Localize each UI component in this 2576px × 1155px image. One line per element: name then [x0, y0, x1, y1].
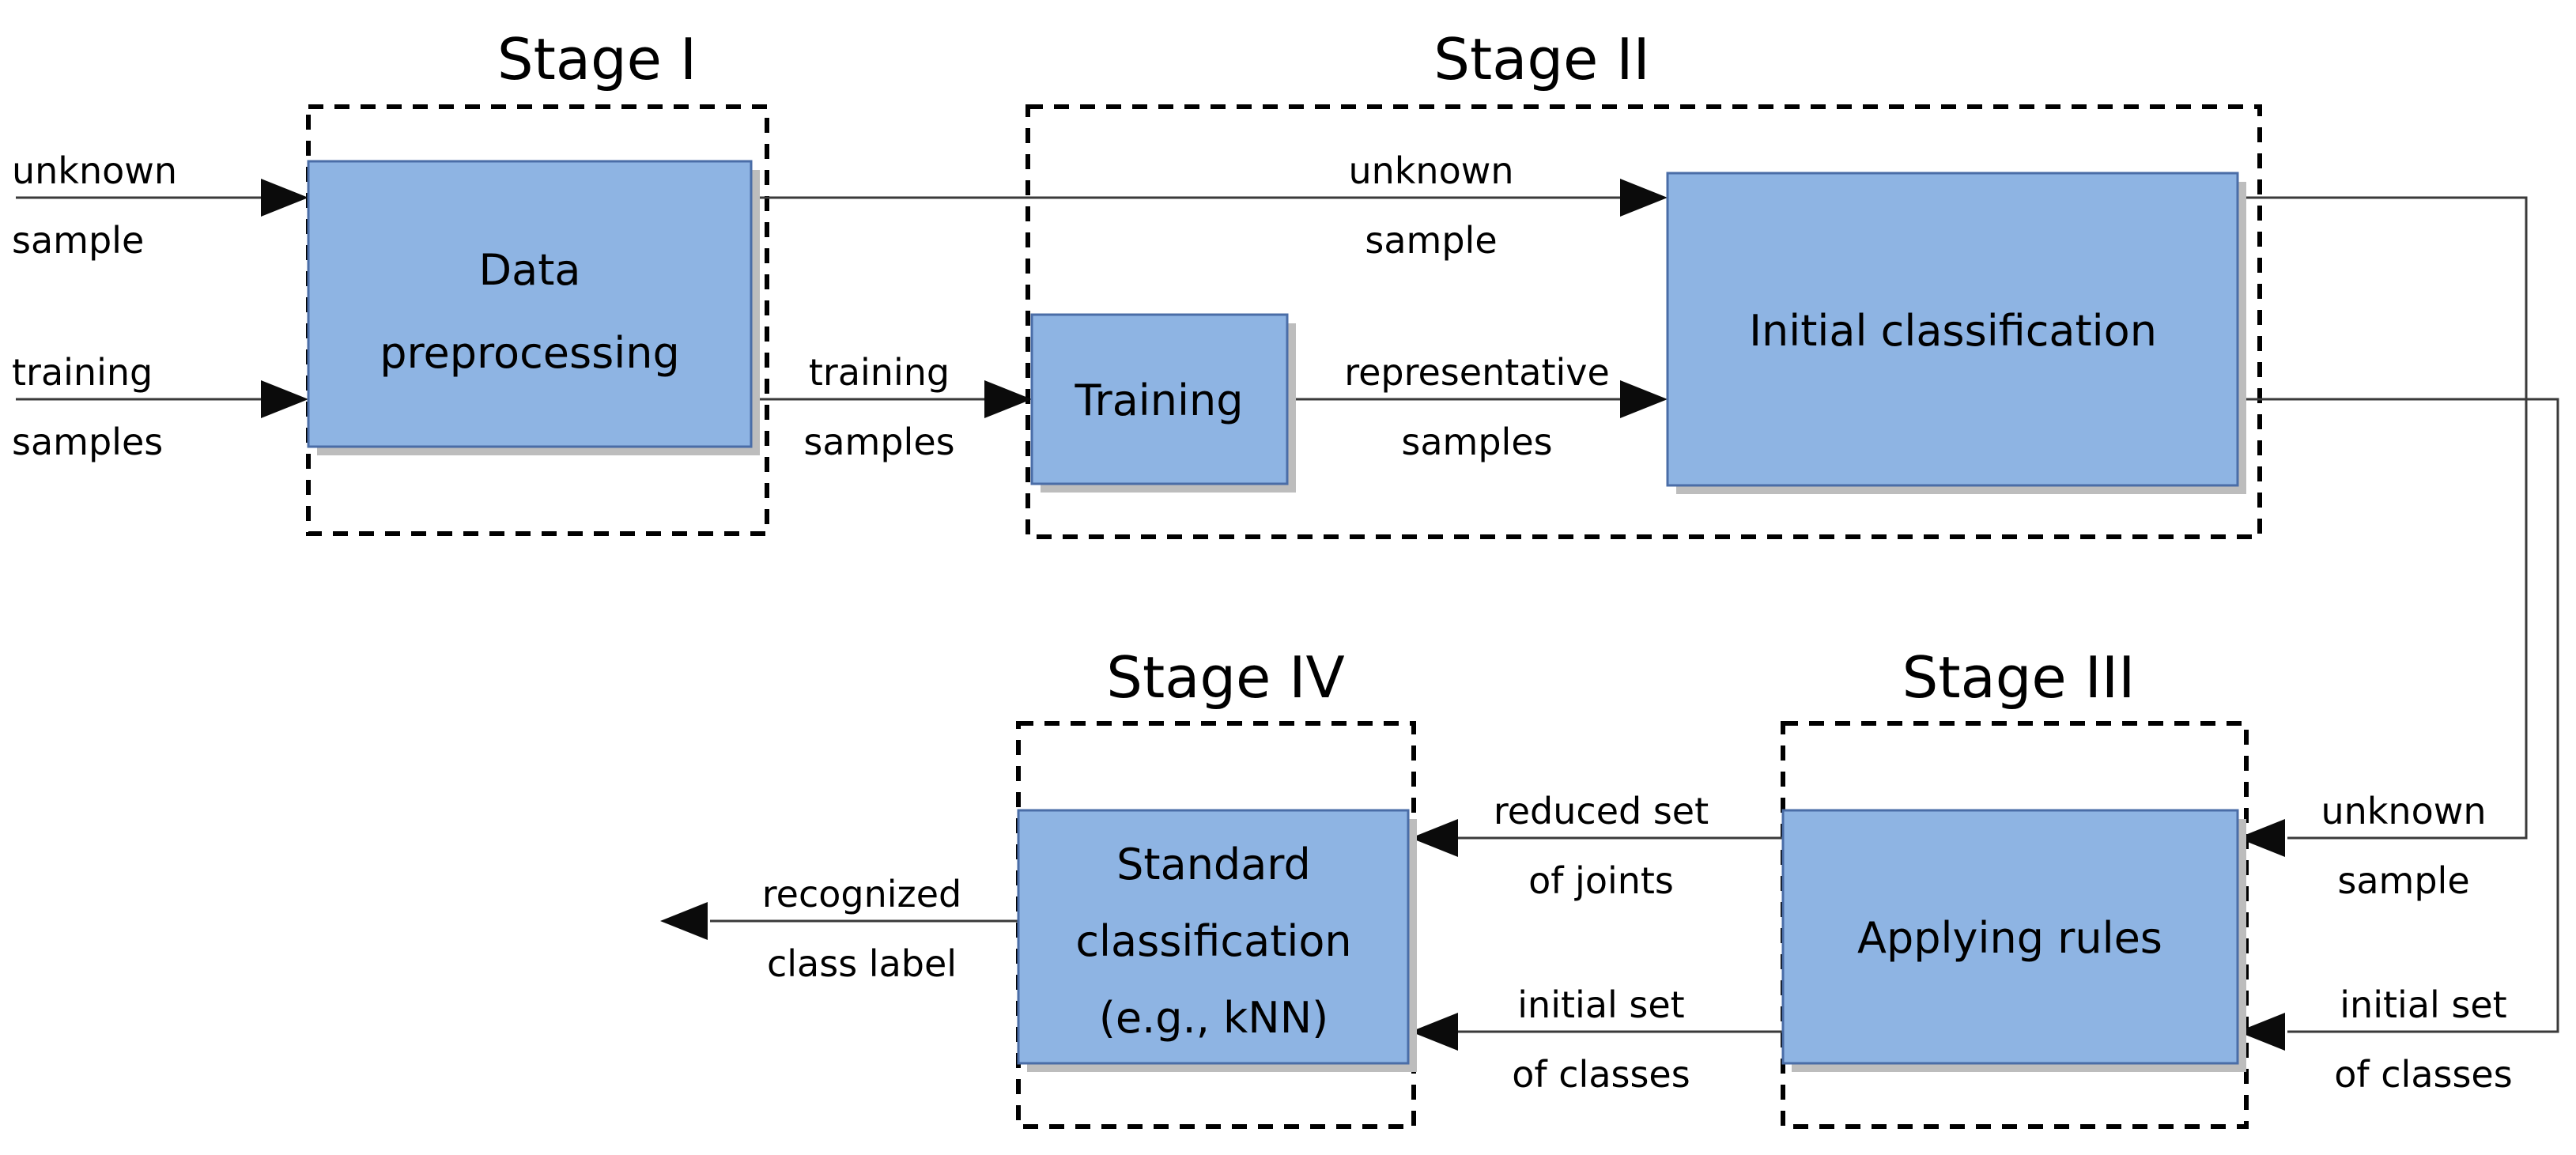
box-rect [1781, 809, 2239, 1065]
label-line1: initial set [1517, 983, 1684, 1026]
label-line2: of classes [1512, 1053, 1690, 1096]
arrowhead-unknown-sample-feedback [2238, 819, 2285, 857]
box-applying-rules: Applying rules [1781, 809, 2246, 1072]
stage4-title: Stage IV [1106, 644, 1344, 711]
box-label-line3: (e.g., kNN) [1099, 993, 1328, 1043]
arrowhead-unknown-sample-mid [1620, 179, 1668, 217]
edge-initial-set-feedback [2238, 398, 2559, 1033]
stage1-title: Stage I [497, 26, 697, 92]
label-line2: of classes [2334, 1053, 2512, 1096]
arrowhead-reduced-set [1411, 819, 1458, 857]
arrowhead-initial-set-feedback [2238, 1013, 2285, 1051]
label-line1: reduced set [1494, 790, 1709, 832]
label-recognized-class-label: recognized class label [762, 873, 961, 985]
box-label: Training [1074, 376, 1243, 425]
box-label: Initial classification [1749, 306, 2157, 356]
box-training: Training [1030, 313, 1296, 493]
box-rect [1666, 172, 2239, 487]
arrowhead-representative-samples [1620, 380, 1668, 418]
label-unknown-sample-right: unknown sample [2321, 790, 2486, 902]
box-label-line2: classification [1075, 916, 1351, 966]
label-line1: unknown [1348, 149, 1513, 192]
label-unknown-sample-mid: unknown sample [1348, 149, 1513, 262]
arrowhead-training-samples-in [261, 380, 308, 418]
label-line1: training [809, 351, 950, 394]
arrowhead-recognized-label [660, 902, 708, 940]
box-rect [1030, 313, 1289, 485]
stage2-dashed-frame [1025, 104, 2262, 539]
label-initial-set-right: initial set of classes [2334, 983, 2512, 1096]
edge-unknown-sample-feedback [2238, 196, 2528, 840]
label-line2: sample [1365, 219, 1497, 262]
label-line1: recognized [762, 873, 961, 915]
label-line1: representative [1344, 351, 1610, 394]
label-line2: class label [767, 942, 957, 985]
arrowhead-unknown-sample-in [261, 179, 308, 217]
stage3-title: Stage III [1902, 644, 2136, 711]
label-initial-set-mid: initial set of classes [1512, 983, 1690, 1096]
label-training-samples-in: training samples [12, 351, 163, 463]
label-reduced-set: reduced set of joints [1494, 790, 1709, 902]
box-initial-classification: Initial classification [1666, 172, 2246, 494]
arrowhead-training-samples-mid [984, 380, 1032, 418]
label-line2: samples [803, 421, 954, 463]
label-line2: samples [12, 421, 163, 463]
box-rect [1017, 809, 1410, 1065]
label-line2: sample [12, 219, 144, 262]
label-representative-samples: representative samples [1344, 351, 1610, 463]
label-line1: training [12, 351, 153, 394]
box-data-preprocessing: Data preprocessing [307, 160, 760, 455]
label-line2: sample [2337, 859, 2469, 902]
label-line1: initial set [2340, 983, 2506, 1026]
stage2-title: Stage II [1433, 26, 1649, 92]
box-standard-classification: Standard classification (e.g., kNN) [1017, 809, 1417, 1072]
arrowhead-initial-set-mid [1411, 1013, 1458, 1051]
box-label-line1: Standard [1116, 840, 1311, 889]
box-rect [307, 160, 753, 448]
box-label-line2: preprocessing [380, 328, 680, 378]
label-line1: unknown [2321, 790, 2486, 832]
label-line2: samples [1401, 421, 1552, 463]
label-line1: unknown [12, 149, 177, 192]
box-label-line1: Data [479, 245, 581, 295]
label-line2: of joints [1528, 859, 1674, 902]
box-label: Applying rules [1857, 913, 2162, 963]
label-training-samples-mid: training samples [803, 351, 954, 463]
label-unknown-sample-in: unknown sample [12, 149, 177, 262]
